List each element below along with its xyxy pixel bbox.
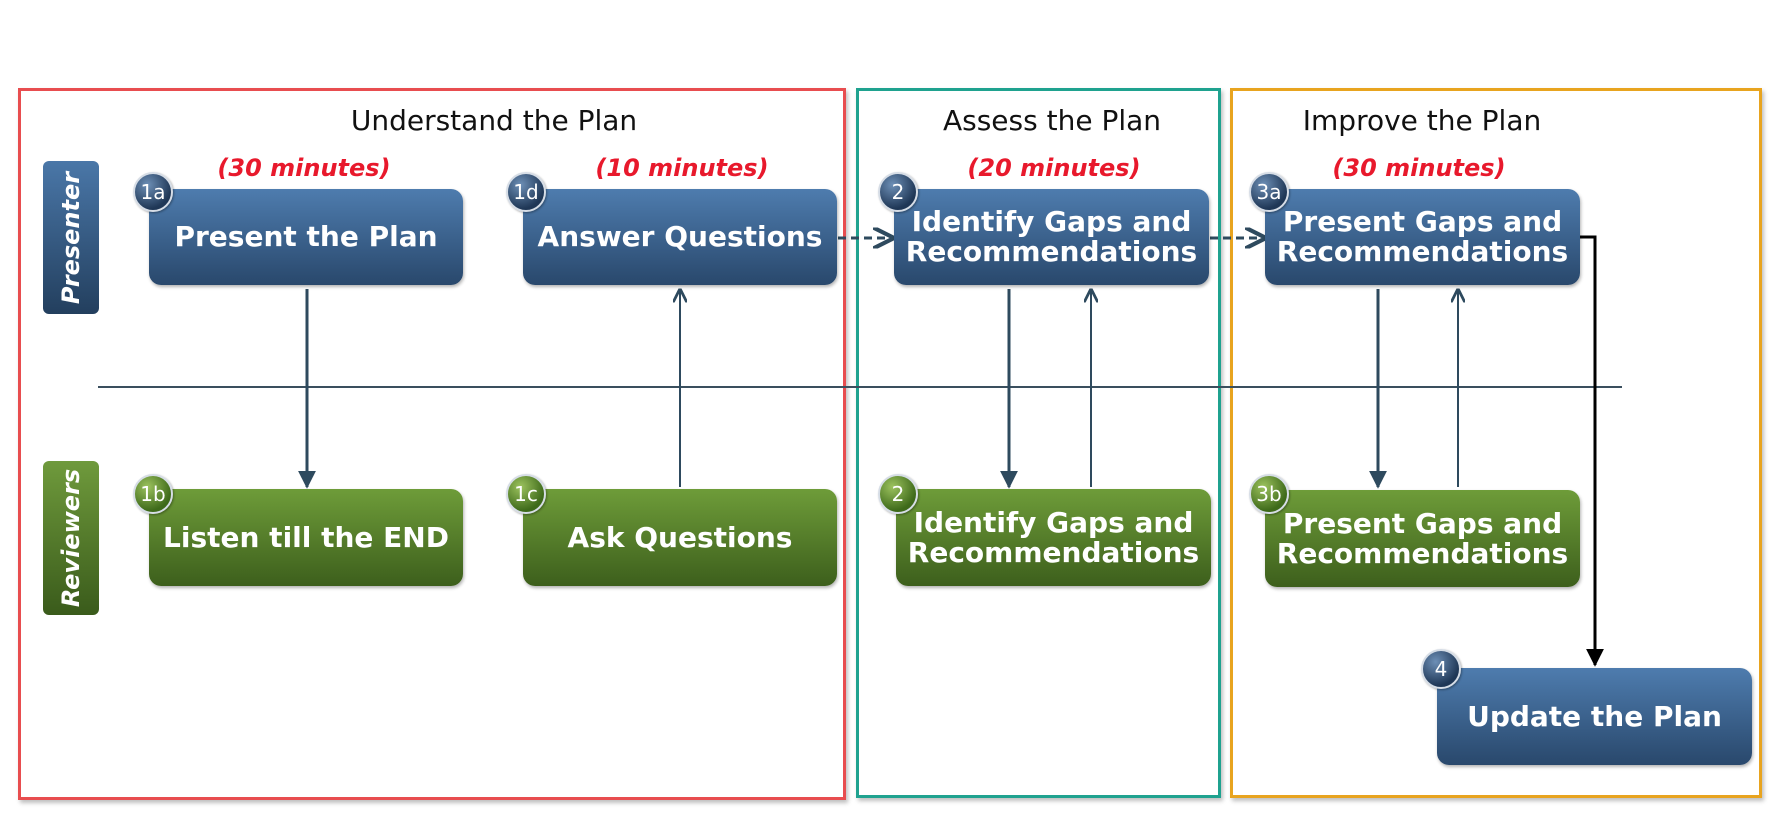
step-listen-till-end[interactable]: Listen till the END [149,489,463,586]
step-label: Identify Gaps and Recommendations [907,505,1200,569]
step-present-gaps-presenter[interactable]: Present Gaps and Recommendations [1265,189,1580,285]
step-label: Present Gaps and Recommendations [1276,506,1569,570]
step-label: Present Gaps and Recommendations [1276,205,1569,268]
duration-1a: (30 minutes) [217,154,391,182]
step-label: Ask Questions [567,520,793,554]
step-badge-1c: 1c [506,474,546,514]
step-ask-questions[interactable]: Ask Questions [523,489,837,586]
step-answer-questions[interactable]: Answer Questions [523,189,837,285]
step-label: Present the Plan [174,220,438,253]
step-badge-1b: 1b [133,474,173,514]
step-badge-2-reviewers: 2 [878,474,918,514]
step-present-gaps-reviewers[interactable]: Present Gaps and Recommendations [1265,490,1580,587]
step-badge-1a: 1a [133,172,173,212]
phase-box-improve [1230,88,1762,798]
step-badge-3a: 3a [1249,172,1289,212]
step-label: Identify Gaps and Recommendations [905,205,1198,268]
phase-title-understand: Understand the Plan [350,104,638,137]
step-badge-2-presenter: 2 [878,172,918,212]
step-identify-gaps-presenter[interactable]: Identify Gaps and Recommendations [894,189,1209,285]
duration-3a: (30 minutes) [1332,154,1506,182]
step-identify-gaps-reviewers[interactable]: Identify Gaps and Recommendations [896,489,1211,586]
step-label: Listen till the END [163,520,449,554]
step-present-plan[interactable]: Present the Plan [149,189,463,285]
lane-tag-presenter: Presenter [43,161,99,314]
phase-box-assess [856,88,1221,798]
step-label: Update the Plan [1467,699,1722,733]
step-badge-3b: 3b [1249,474,1289,514]
arrow-3a-to-4 [1580,235,1604,667]
step-update-plan[interactable]: Update the Plan [1437,668,1752,765]
step-badge-1d: 1d [506,172,546,212]
duration-1d: (10 minutes) [595,154,769,182]
phase-title-improve: Improve the Plan [1302,104,1542,137]
step-badge-4: 4 [1421,649,1461,689]
phase-title-assess: Assess the Plan [942,104,1162,137]
duration-2: (20 minutes) [967,154,1141,182]
lane-tag-reviewers: Reviewers [43,461,99,615]
phase-box-understand [18,88,846,800]
step-label: Answer Questions [537,220,823,253]
